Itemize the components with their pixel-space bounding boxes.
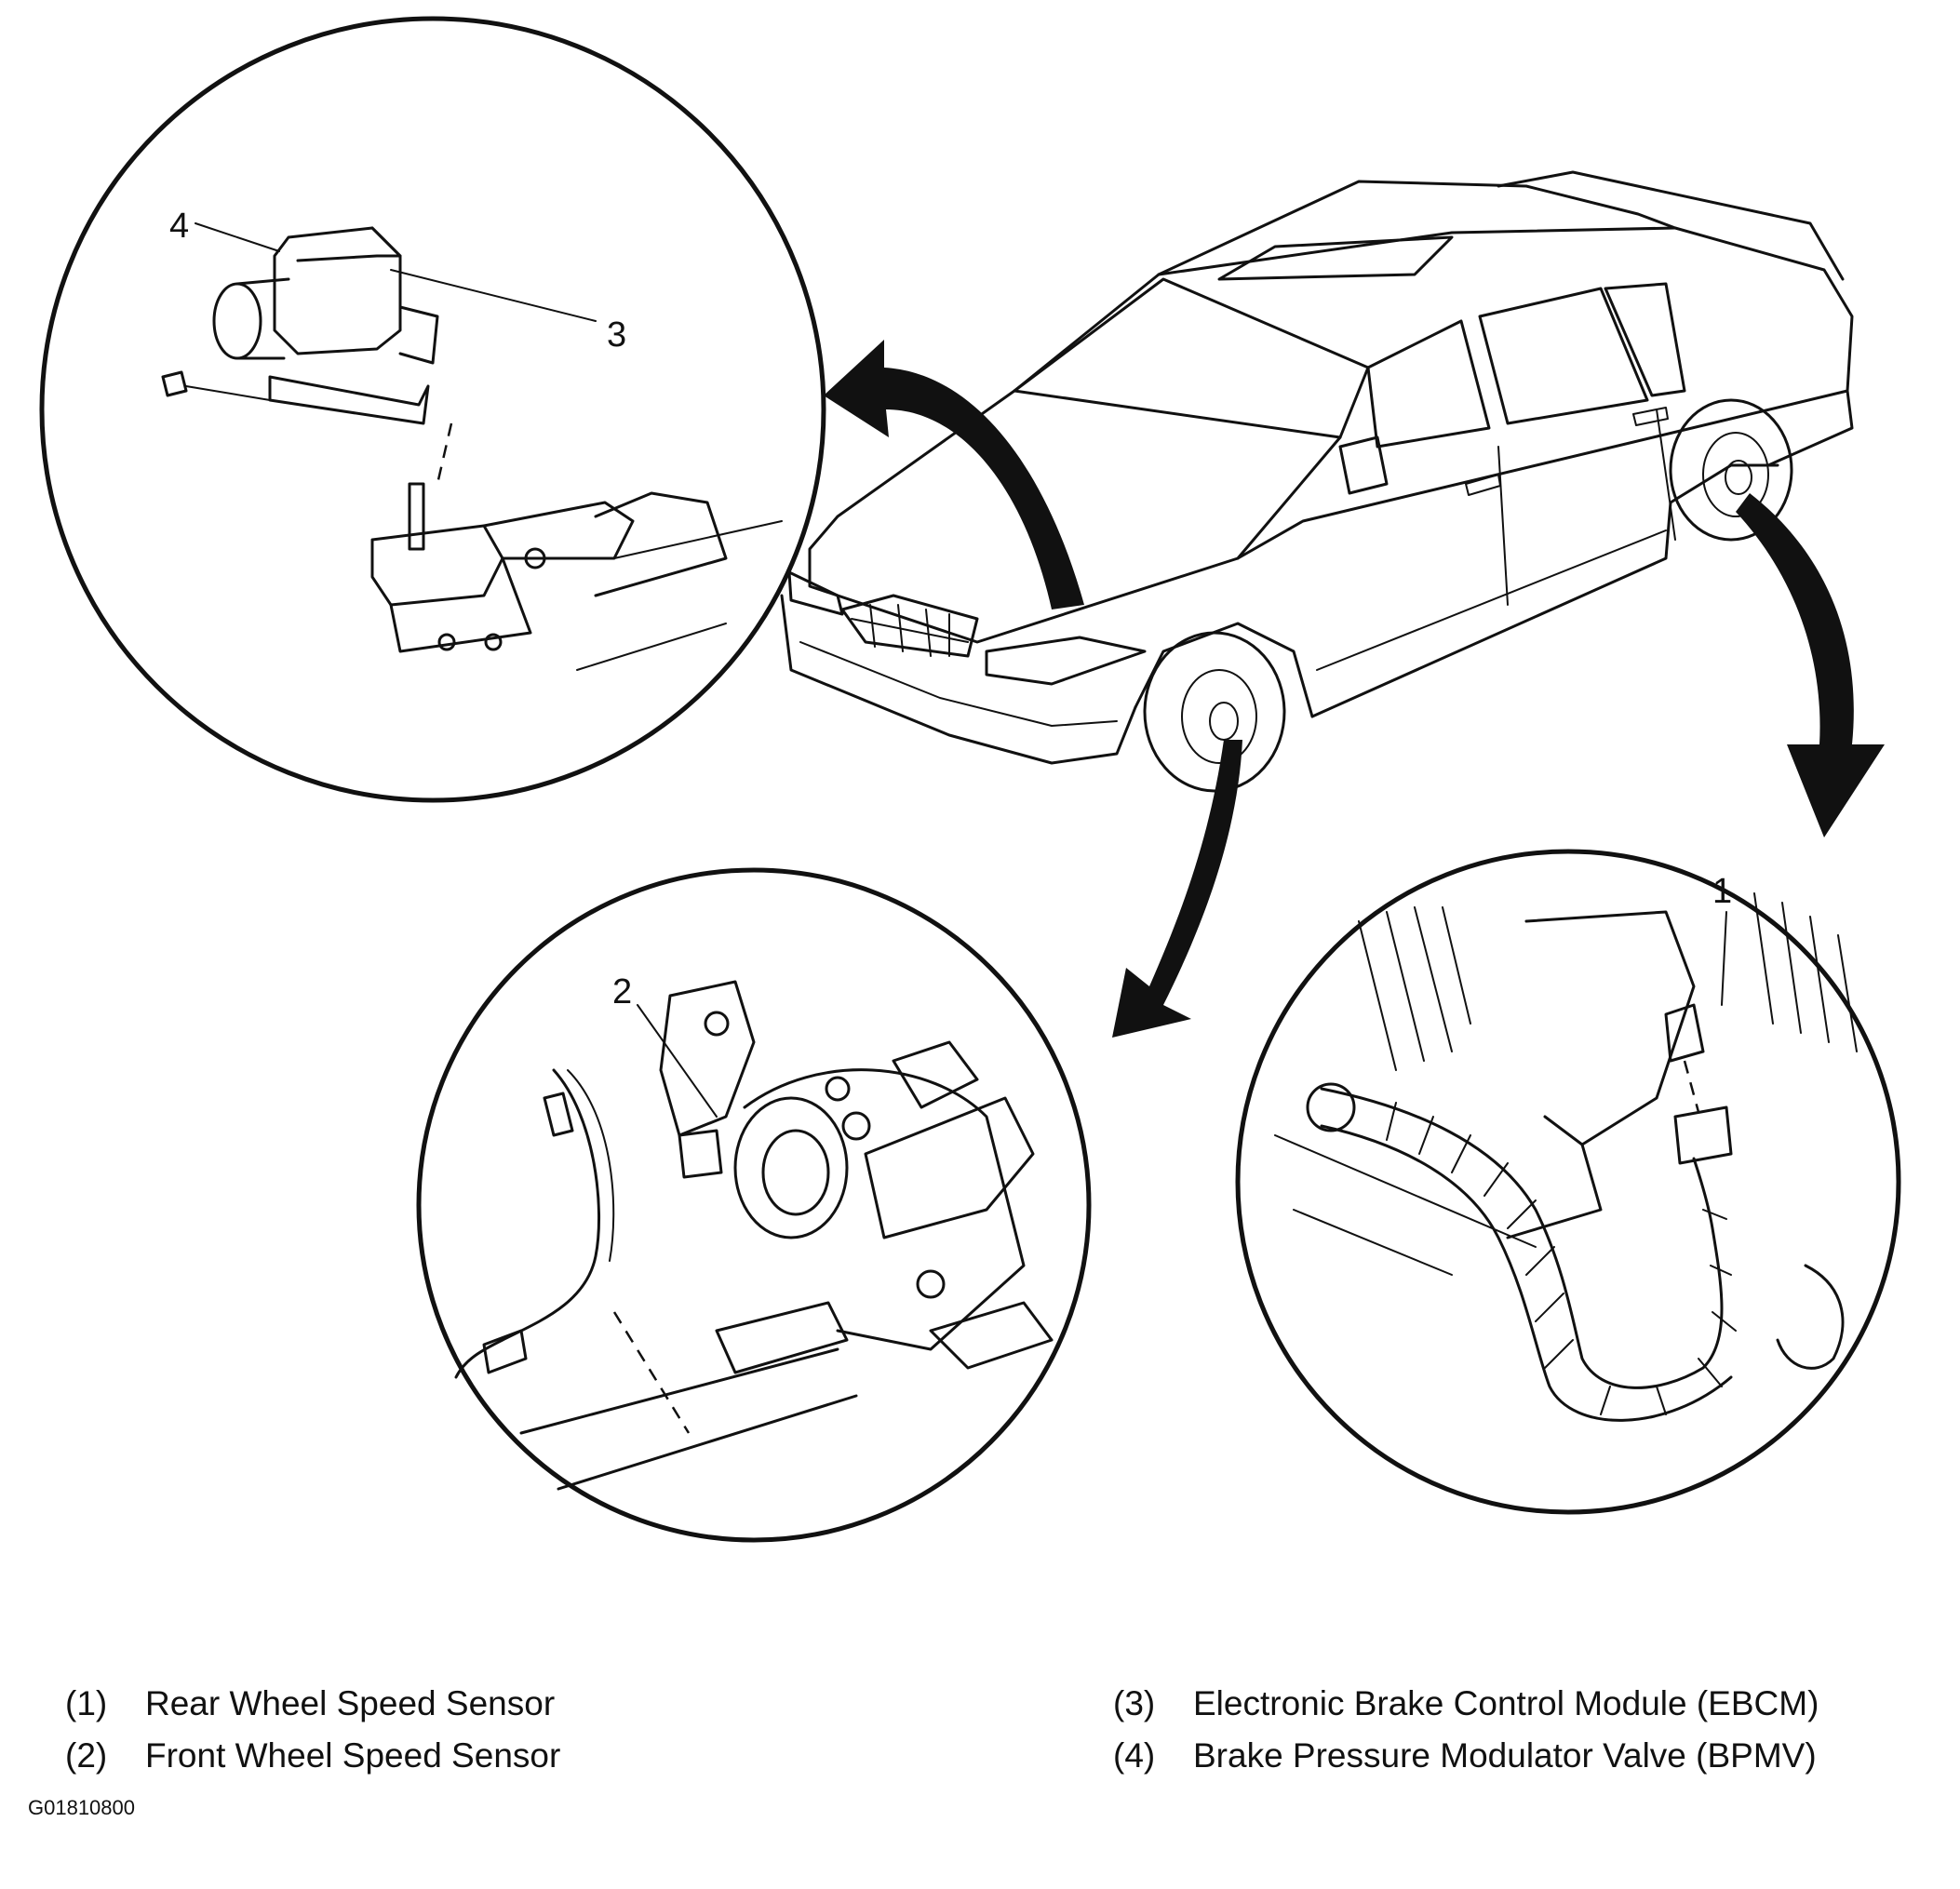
legend-number: (4) bbox=[1113, 1736, 1156, 1775]
legend-label: Front Wheel Speed Sensor bbox=[145, 1736, 561, 1775]
arrow-to-rear-sensor bbox=[1736, 493, 1885, 837]
legend-number: (3) bbox=[1113, 1684, 1156, 1722]
legend-right: (3) Electronic Brake Control Module (EBCM… bbox=[1113, 1684, 1819, 1775]
legend-item-2: (2) Front Wheel Speed Sensor bbox=[65, 1736, 560, 1775]
legend-left: (1) Rear Wheel Speed Sensor (2) Front Whee… bbox=[65, 1684, 560, 1775]
legend-item-1: (1) Rear Wheel Speed Sensor bbox=[65, 1684, 560, 1723]
arrow-to-front-sensor bbox=[1112, 740, 1242, 1038]
callout-3: 3 bbox=[607, 315, 626, 355]
detail-circle-front-sensor: 2 bbox=[416, 867, 1092, 1543]
callout-2: 2 bbox=[612, 972, 632, 1011]
legend-item-3: (3) Electronic Brake Control Module (EBCM… bbox=[1113, 1684, 1819, 1723]
legend-label: Rear Wheel Speed Sensor bbox=[145, 1684, 556, 1722]
callout-1: 1 bbox=[1712, 872, 1732, 911]
legend-label: Brake Pressure Modulator Valve (BPMV) bbox=[1193, 1736, 1817, 1775]
callout-4: 4 bbox=[169, 207, 189, 246]
legend-item-4: (4) Brake Pressure Modulator Valve (BPMV) bbox=[1113, 1736, 1819, 1775]
arrow-to-ebcm bbox=[824, 340, 1084, 610]
legend-label: Electronic Brake Control Module (EBCM) bbox=[1193, 1684, 1819, 1722]
figure-id: G01810800 bbox=[28, 1796, 135, 1819]
detail-circle-rear-sensor: 1 bbox=[1235, 849, 1901, 1515]
detail-circle-ebcm: 4 3 bbox=[39, 16, 826, 803]
legend-number: (1) bbox=[65, 1684, 108, 1722]
car-illustration bbox=[780, 170, 1854, 793]
legend-number: (2) bbox=[65, 1736, 108, 1775]
